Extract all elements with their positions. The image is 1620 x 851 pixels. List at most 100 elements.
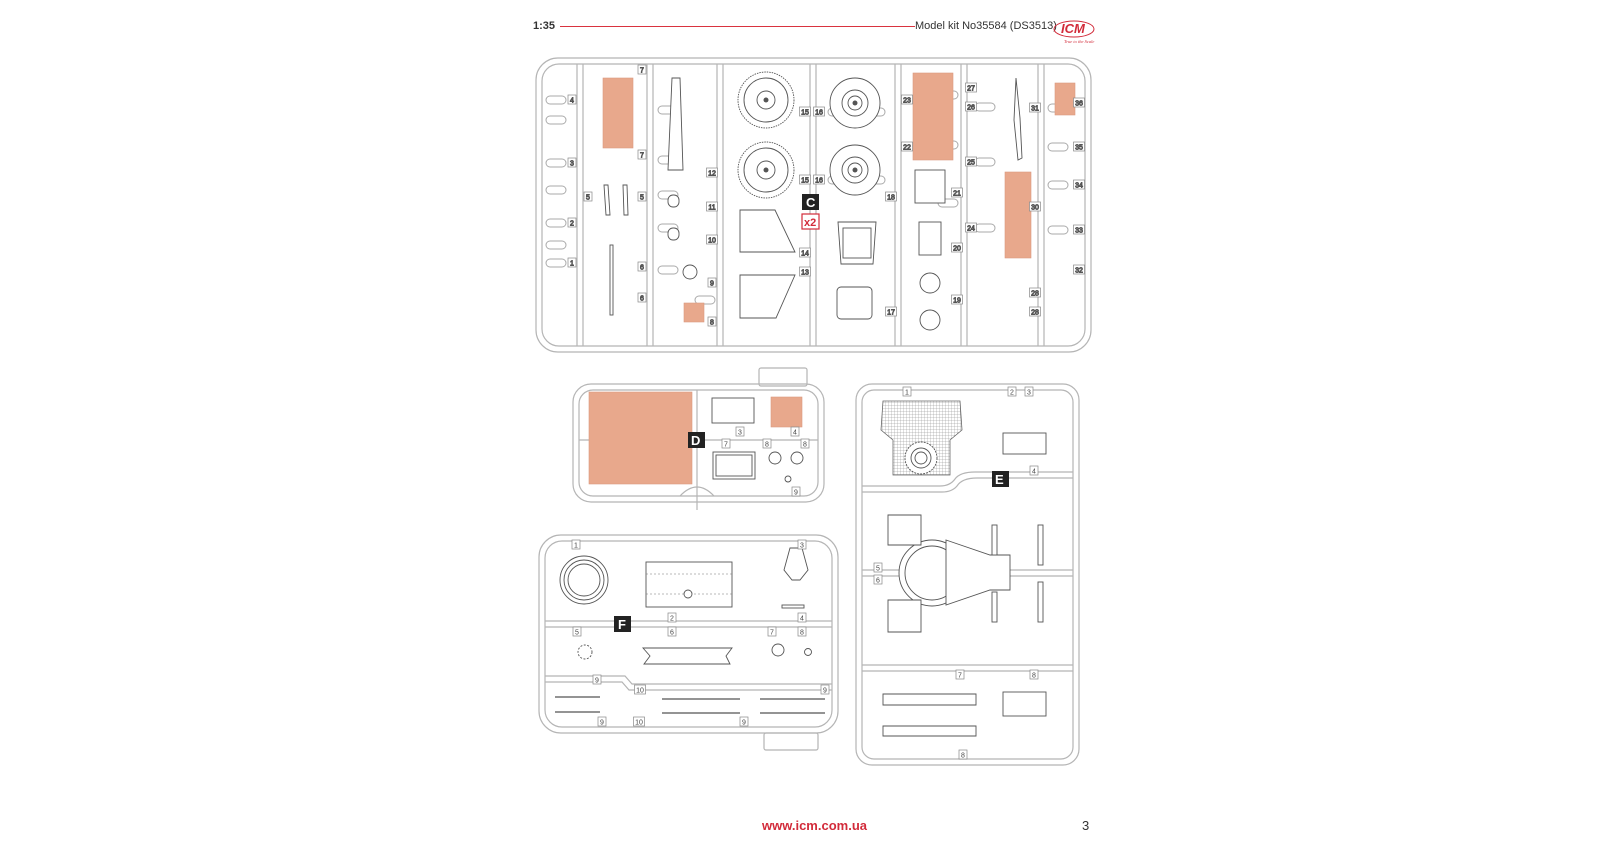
part-number: 26	[967, 105, 975, 112]
part-number-tag: 8	[797, 626, 807, 637]
part-number-tag: 3	[1024, 386, 1034, 397]
part-number-tag: 9	[820, 684, 830, 695]
part-number: 19	[953, 298, 961, 305]
header-divider	[560, 26, 915, 27]
part-number-tag: 35	[1073, 141, 1085, 152]
part-number: 12	[708, 171, 716, 178]
part-number-tag: 9	[739, 716, 749, 727]
part-number-tag: 13	[799, 266, 811, 277]
part-number: 33	[1075, 228, 1083, 235]
website-link[interactable]: www.icm.com.ua	[762, 818, 867, 833]
part-number-tag: 4	[790, 426, 800, 437]
part-number-tag: 6	[637, 261, 647, 272]
part-number-tag: 2	[567, 217, 577, 228]
part-number-tag: 4	[567, 94, 577, 105]
part-number-tag: 14	[799, 247, 811, 258]
part-number-tag: 8	[800, 438, 810, 449]
scale-label: 1:35	[533, 20, 556, 32]
part-number: 4	[570, 98, 574, 105]
part-number: 35	[1075, 145, 1083, 152]
part-number-tag: 7	[637, 149, 647, 160]
part-number: 10	[708, 238, 716, 245]
part-number-tag: 31	[1029, 102, 1041, 113]
part-number: 1	[905, 390, 909, 397]
part-number: 3	[1027, 390, 1031, 397]
frame-part	[836, 286, 873, 320]
decal-area	[1054, 82, 1076, 116]
part-number-tag: 25	[965, 156, 977, 167]
sprue-d-label: D	[691, 433, 700, 448]
part-number-tag: 34	[1073, 179, 1085, 190]
part-number: 34	[1075, 183, 1083, 190]
part-number-tag: 10	[633, 716, 645, 727]
part-number-tag: 2	[1007, 386, 1017, 397]
part-number: 8	[765, 442, 769, 449]
part-number: 9	[600, 720, 604, 727]
icm-logo: ICM True to the Scale	[1052, 17, 1096, 45]
part-number-tag: 3	[735, 426, 745, 437]
part-number-tag: 27	[965, 82, 977, 93]
part-number-tag: 11	[706, 201, 718, 212]
part-number-tag: 21	[951, 187, 963, 198]
part-number-tag: 18	[885, 191, 897, 202]
wheel-hub	[829, 77, 881, 129]
part-number-tag: 10	[634, 684, 646, 695]
part-number: 8	[803, 442, 807, 449]
decal-area	[1004, 171, 1032, 259]
part-number-tag: 9	[707, 277, 717, 288]
part-number-tag: 8	[707, 316, 717, 327]
part-number-tag: 15	[799, 106, 811, 117]
part-number-tag: 6	[637, 292, 647, 303]
part-number: 10	[636, 688, 644, 695]
door-panel	[739, 209, 796, 253]
part-number: 6	[876, 578, 880, 585]
part-number: 6	[640, 265, 644, 272]
rifle	[1013, 77, 1023, 161]
part-number: 6	[640, 296, 644, 303]
part-number-tag: 8	[1029, 669, 1039, 680]
part-number: 20	[953, 246, 961, 253]
part-number: 4	[1032, 469, 1036, 476]
part-number: 7	[640, 68, 644, 75]
page-number: 3	[1082, 818, 1090, 833]
quantity-label: x2	[804, 217, 816, 229]
part-number-tag: 3	[567, 157, 577, 168]
part-number-tag: 33	[1073, 224, 1085, 235]
part-number: 13	[801, 270, 809, 277]
wheel	[737, 141, 795, 199]
sprue-letter-c	[802, 194, 819, 210]
part-number-tag: 36	[1073, 97, 1085, 108]
panel-part	[645, 561, 733, 608]
part-number-tag: 6	[873, 574, 883, 585]
sprue-e-label: E	[995, 472, 1004, 487]
part-number: 1	[570, 261, 574, 268]
svg-text:True to the Scale: True to the Scale	[1064, 39, 1094, 44]
part-number: 28	[1031, 291, 1039, 298]
part-number: 4	[793, 430, 797, 437]
part-number: 22	[903, 145, 911, 152]
part-number: 7	[770, 630, 774, 637]
part-number-tag: 7	[637, 64, 647, 75]
part-number-tag: 8	[762, 438, 772, 449]
part-number-tag: 9	[791, 486, 801, 497]
part-number-tag: 3	[797, 539, 807, 550]
part-number: 9	[742, 720, 746, 727]
kit-title: Model kit No35584 (DS3513)	[915, 20, 1057, 32]
part-number: 31	[1031, 106, 1039, 113]
part-number: 8	[961, 753, 965, 760]
part-number: 9	[595, 678, 599, 685]
part-number: 5	[575, 630, 579, 637]
part-number: 15	[801, 110, 809, 117]
part-number: 8	[1032, 673, 1036, 680]
wheel	[737, 71, 795, 129]
part-number: 1	[574, 543, 578, 550]
part-number: 11	[708, 205, 715, 212]
part-number-tag: 5	[637, 191, 647, 202]
part-number: 4	[800, 616, 804, 623]
part-number: 5	[640, 195, 644, 202]
part-number-tag: 8	[958, 749, 968, 760]
part-number-tag: 15	[799, 174, 811, 185]
